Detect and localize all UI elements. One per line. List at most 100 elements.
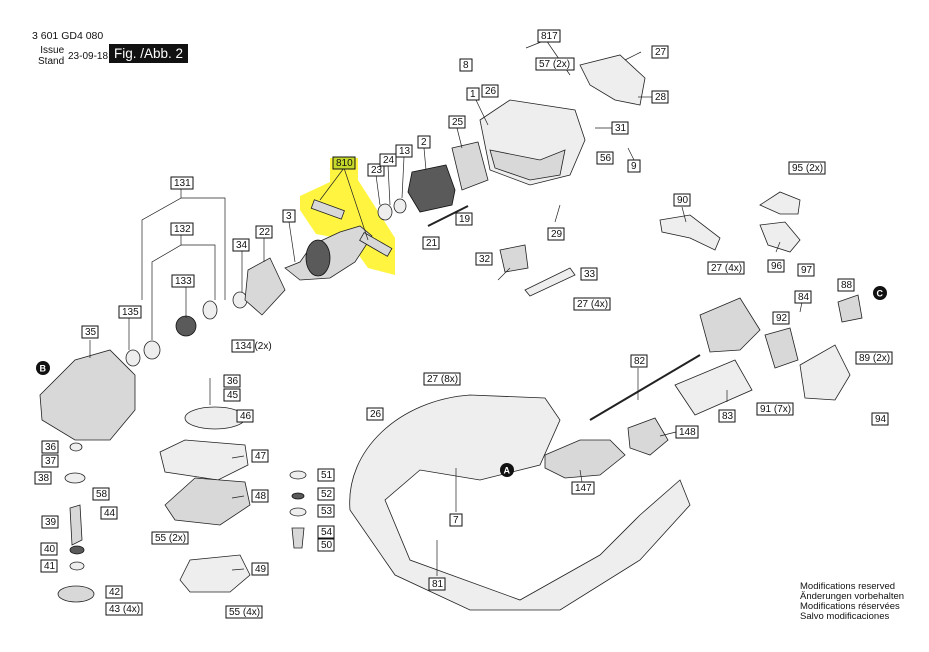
gear-head-35 (39, 349, 136, 441)
leader-90 (681, 206, 687, 223)
stand-text: Stand (38, 56, 65, 67)
spindle-39 (69, 504, 83, 546)
svg-text:810: 810 (336, 158, 353, 169)
svg-text:58: 58 (96, 489, 108, 500)
svg-text:8: 8 (463, 60, 469, 71)
label-27-top: 27 (651, 45, 669, 59)
connector-b: B (36, 361, 50, 375)
svg-text:35: 35 (85, 327, 97, 338)
label-8: 8 (459, 58, 473, 72)
svg-text:92: 92 (776, 313, 788, 324)
parts-group (39, 54, 863, 611)
svg-text:83: 83 (722, 411, 734, 422)
svg-text:38: 38 (38, 473, 50, 484)
svg-text:90: 90 (677, 195, 689, 206)
label-29: 29 (547, 227, 565, 241)
leader-13 (401, 156, 405, 199)
bearing-24 (377, 203, 393, 221)
label-44: 44 (100, 506, 118, 520)
svg-text:40: 40 (44, 544, 56, 555)
label-1: 1 (466, 87, 480, 101)
label-135: 135 (118, 305, 142, 319)
footer-line-de: Änderungen vorbehalten (800, 591, 905, 602)
backing-pad-46 (184, 406, 246, 430)
bracket-32 (499, 244, 529, 273)
svg-text:B: B (40, 364, 47, 374)
label-90: 90 (673, 193, 691, 207)
label-37: 37 (41, 454, 59, 468)
svg-text:46: 46 (240, 411, 252, 422)
housing-84 (699, 297, 761, 353)
label-50: 50 (317, 538, 335, 552)
gear-housing-shadow (489, 149, 566, 181)
bearing-131 (202, 300, 218, 320)
svg-text:44: 44 (104, 508, 116, 519)
label-19: 19 (455, 212, 473, 226)
hose-147 (544, 439, 626, 479)
label-23: 23 (367, 163, 385, 177)
svg-text:89 (2x): 89 (2x) (859, 353, 890, 364)
svg-text:91 (7x): 91 (7x) (760, 404, 791, 415)
bearing-132 (143, 340, 161, 360)
label-91: 91 (7x) (756, 402, 794, 416)
label-41: 41 (40, 559, 58, 573)
label-26-mid: 26 (366, 407, 384, 421)
bearing-13 (393, 198, 407, 214)
ring-52 (291, 492, 305, 500)
leader-32 (497, 267, 511, 281)
footer-line-en: Modifications reserved (800, 581, 896, 592)
label-38: 38 (34, 471, 52, 485)
svg-text:21: 21 (426, 238, 438, 249)
svg-text:31: 31 (615, 123, 627, 134)
svg-text:33: 33 (584, 269, 596, 280)
leader-148 (659, 431, 677, 437)
label-48: 48 (251, 489, 269, 503)
label-36-mid: 36 (223, 374, 241, 388)
strip-33 (524, 267, 576, 297)
leader-48 (231, 495, 245, 499)
label-43: 43 (4x) (105, 602, 143, 616)
label-27-8x: 27 (8x) (423, 372, 461, 386)
label-81: 81 (428, 577, 446, 591)
svg-text:27 (8x): 27 (8x) (427, 374, 458, 385)
svg-text:7: 7 (453, 515, 459, 526)
svg-text:39: 39 (45, 517, 57, 528)
label-148: 148 (675, 425, 699, 439)
label-32: 32 (475, 252, 493, 266)
svg-text:37: 37 (45, 456, 57, 467)
svg-text:26: 26 (370, 409, 382, 420)
label-26-top: 26 (481, 84, 499, 98)
leader-29 (554, 204, 561, 223)
label-33: 33 (580, 267, 598, 281)
svg-text:88: 88 (841, 280, 853, 291)
svg-text:28: 28 (655, 92, 667, 103)
svg-text:134 (2x): 134 (2x) (235, 341, 272, 352)
part-labels: 131 132 133 134 (2x) 135 34 3 22 810 23 … (34, 29, 893, 619)
connector-a: A (500, 463, 514, 477)
leader-25 (456, 127, 463, 149)
label-56: 56 (596, 151, 614, 165)
leader-132b (181, 244, 216, 300)
leader-1 (475, 99, 489, 126)
svg-text:147: 147 (575, 483, 592, 494)
label-24: 24 (379, 153, 397, 167)
figure-badge: Fig. /Abb. 2 (109, 44, 189, 63)
carbon-brush-1 (310, 199, 345, 220)
label-34: 34 (232, 238, 250, 252)
label-97: 97 (797, 263, 815, 277)
label-35: 35 (81, 325, 99, 339)
label-810: 810 (332, 156, 356, 170)
label-133: 133 (171, 274, 195, 288)
knob-50 (291, 527, 305, 549)
rod-82 (589, 354, 701, 421)
label-132: 132 (170, 222, 194, 236)
washer-38 (64, 472, 86, 484)
motor-housing-83 (674, 359, 753, 416)
label-27-4x-a: 27 (4x) (573, 297, 611, 311)
connector-c: C (873, 286, 887, 300)
svg-text:32: 32 (479, 254, 491, 265)
clip-95 (759, 191, 801, 215)
part-number: 3 601 GD4 080 (32, 30, 104, 42)
svg-text:50: 50 (321, 540, 333, 551)
label-28: 28 (651, 90, 669, 104)
